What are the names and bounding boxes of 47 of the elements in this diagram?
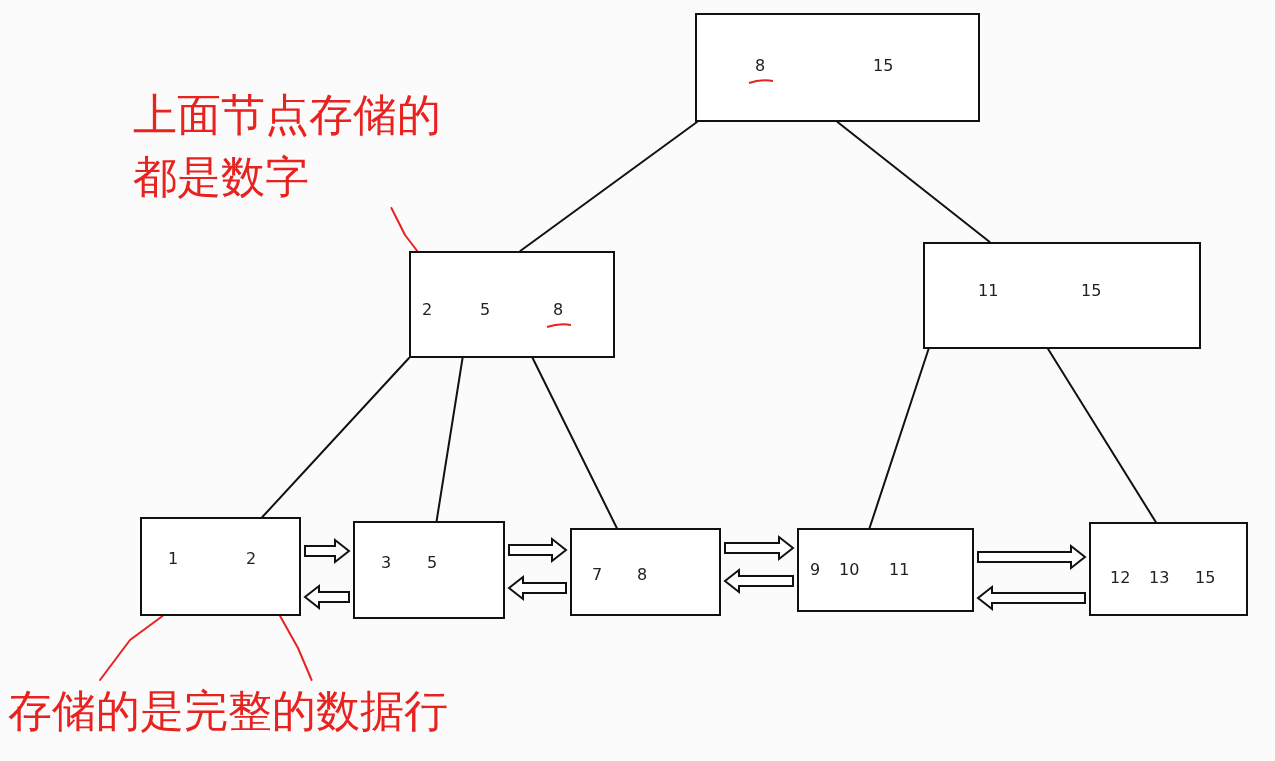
key-value: 8 (553, 300, 564, 320)
block-arrow (507, 574, 567, 602)
block-arrow (304, 537, 351, 565)
key-value: 8 (755, 56, 766, 76)
key-value: 13 (1149, 568, 1170, 588)
tree-node-box (1089, 522, 1248, 616)
connector-line (1047, 348, 1157, 523)
key-value: 15 (1195, 568, 1216, 588)
block-arrow (724, 534, 795, 562)
tree-node-box (695, 13, 980, 122)
key-value: 2 (246, 549, 257, 569)
key-value: 15 (873, 56, 894, 76)
block-arrow (977, 543, 1087, 571)
block-arrow (508, 536, 568, 564)
block-arrow (976, 584, 1086, 612)
leader-line (279, 615, 313, 681)
tree-node-box (140, 517, 301, 616)
key-value: 10 (839, 560, 860, 580)
annotation-text: 存储的是完整的数据行 (8, 680, 448, 742)
key-value: 7 (592, 565, 603, 585)
key-value: 12 (1110, 568, 1131, 588)
key-value: 1 (168, 549, 179, 569)
tree-node-box (570, 528, 721, 616)
key-value: 2 (422, 300, 433, 320)
connector-line (531, 357, 618, 529)
key-value: 11 (889, 560, 910, 580)
key-value: 5 (480, 300, 491, 320)
tree-node-box (409, 251, 615, 358)
connector-line (519, 121, 698, 252)
key-value: 3 (381, 553, 392, 573)
tree-node-box (923, 242, 1201, 349)
key-value: 8 (637, 565, 648, 585)
leader-line (99, 615, 164, 681)
key-value: 15 (1081, 281, 1102, 301)
key-value: 9 (810, 560, 821, 580)
tree-node-box (353, 521, 505, 619)
connector-line (261, 357, 410, 518)
key-value: 5 (427, 553, 438, 573)
key-value: 11 (978, 281, 999, 301)
connector-line (435, 357, 464, 522)
connector-line (836, 121, 991, 243)
block-arrow (723, 567, 794, 595)
block-arrow (303, 583, 350, 611)
leader-line (390, 207, 419, 252)
connector-line (868, 348, 930, 529)
tree-node-box (797, 528, 974, 612)
annotation-text: 上面节点存储的都是数字 (133, 84, 473, 208)
